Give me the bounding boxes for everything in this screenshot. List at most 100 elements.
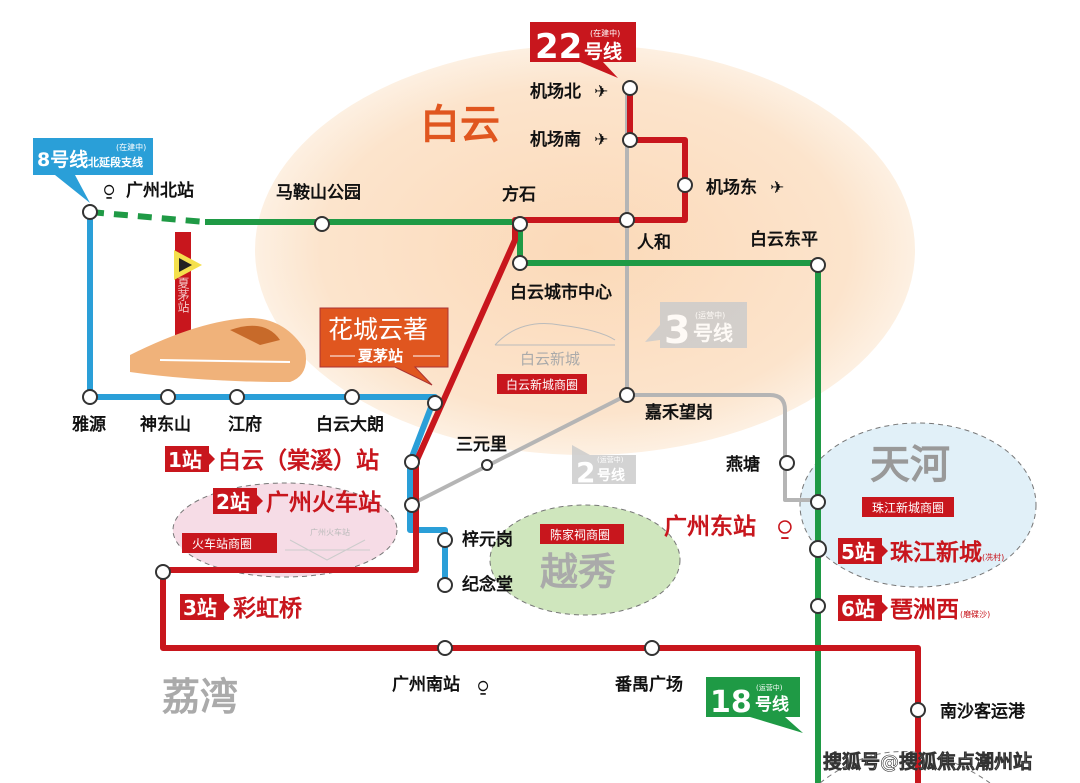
station-marker[interactable] — [677, 177, 693, 193]
district-baiyun: 白云 — [420, 102, 500, 148]
line-2-suffix: 号线 — [597, 467, 625, 484]
station-marker[interactable] — [810, 494, 826, 510]
station-label[interactable]: 人和 — [637, 233, 671, 253]
station-marker[interactable] — [481, 459, 493, 471]
line-3-callout[interactable]: 3 (运营中) 号线 — [645, 302, 747, 352]
line-8-label: 8号线 — [37, 148, 88, 171]
station-label[interactable]: 燕塘 — [726, 454, 760, 475]
line-18-status: (运营中) — [756, 683, 783, 692]
airplane-icon: ✈ — [770, 178, 784, 198]
xiamao-station-marker[interactable]: 夏茅站 — [174, 232, 202, 336]
station-marker[interactable] — [644, 640, 660, 656]
line-3-suffix: 号线 — [693, 321, 733, 345]
line-8-sub: 北延段支线 — [88, 155, 143, 169]
stop-name: 广州火车站 — [266, 489, 381, 516]
station-marker[interactable] — [344, 389, 360, 405]
station-label[interactable]: 广州北站 — [126, 180, 194, 201]
railway-building-label: 广州火车站 — [310, 527, 350, 537]
station-label[interactable]: 南沙客运港 — [940, 701, 1026, 722]
stadium-sketch — [494, 323, 616, 346]
line-8-callout[interactable]: 8号线 (在建中) 北延段支线 — [33, 138, 153, 203]
station-label[interactable]: 机场南 — [530, 129, 581, 150]
zone-baiyun-newtown: 白云新城商圈 — [506, 377, 578, 392]
airplane-icon: ✈ — [594, 82, 608, 102]
station-label[interactable]: 机场北 — [530, 81, 581, 102]
station-marker[interactable] — [512, 216, 528, 232]
station-marker[interactable] — [779, 455, 795, 471]
station-label[interactable]: 梓元岗 — [462, 529, 513, 550]
station-marker[interactable] — [404, 454, 420, 470]
district-liwan: 荔湾 — [162, 675, 238, 719]
stop-name: 琶洲西 — [890, 597, 959, 623]
station-label[interactable]: 江府 — [228, 414, 262, 435]
line-22-number: 22 — [535, 27, 582, 67]
station-label[interactable]: 广州南站 — [392, 674, 460, 695]
station-label[interactable]: 白云城市中心 — [510, 282, 612, 303]
stop-badge: 3站 — [183, 596, 217, 620]
station-label[interactable]: 三元里 — [456, 435, 507, 455]
station-marker[interactable] — [427, 395, 443, 411]
project-callout[interactable]: 花城云著 夏茅站 — [319, 307, 449, 386]
station-marker[interactable] — [810, 598, 826, 614]
line-3-number: 3 — [664, 308, 690, 352]
rail-icon: ⍜ — [778, 515, 792, 541]
station-label[interactable]: 方石 — [502, 184, 536, 205]
stop-2[interactable]: 2站 广州火车站 — [213, 488, 381, 516]
station-marker[interactable] — [437, 532, 453, 548]
station-label[interactable]: 番禺广场 — [614, 674, 683, 695]
zone-badge — [182, 533, 277, 553]
station-label[interactable]: 雅源 — [71, 414, 106, 435]
zone-badge — [497, 374, 587, 394]
station-marker[interactable] — [910, 702, 926, 718]
station-marker[interactable] — [437, 640, 453, 656]
zone-badge — [540, 524, 624, 544]
station-marker[interactable] — [619, 212, 635, 228]
line-8-extension — [89, 209, 206, 225]
station-label-guangzhou-east[interactable]: 广州东站 — [664, 513, 756, 540]
station-label[interactable]: 白云大朗 — [316, 414, 384, 435]
line-22-callout[interactable]: 22 (在建中) 号线 — [530, 22, 636, 78]
station-labels: ⍜ 广州北站 马鞍山公园 方石 人和 机场北 ✈ 机场南 ✈ 机场东 ✈ 白云东… — [71, 81, 1026, 722]
rail-icon: ⍜ — [104, 181, 115, 201]
station-marker[interactable] — [809, 540, 827, 558]
station-marker[interactable] — [82, 204, 98, 220]
station-label[interactable]: 神东山 — [140, 414, 191, 435]
line-2-number: 2 — [576, 456, 595, 489]
line-18-number: 18 — [710, 685, 752, 720]
zone-zhujiang: 珠江新城商圈 — [872, 500, 944, 515]
station-marker[interactable] — [155, 564, 171, 580]
line-18-suffix: 号线 — [755, 694, 789, 715]
railway-building-sketch — [285, 539, 370, 561]
station-label[interactable]: 机场东 — [706, 177, 757, 198]
xiamao-vertical-label: 夏茅站 — [176, 277, 190, 313]
line-2-callout[interactable]: 2 (运营中) 号线 — [572, 445, 636, 489]
line-18-callout[interactable]: 18 (运营中) 号线 — [706, 677, 803, 733]
stop-5[interactable]: 5站 珠江新城 (冼村) — [838, 538, 1004, 566]
line-2 — [409, 393, 818, 507]
station-marker[interactable] — [619, 387, 635, 403]
station-marker[interactable] — [314, 216, 330, 232]
station-label[interactable]: 白云东平 — [750, 229, 818, 250]
station-marker[interactable] — [512, 255, 528, 271]
stop-badge: 6站 — [841, 597, 875, 621]
station-marker[interactable] — [437, 577, 453, 593]
station-label[interactable]: 马鞍山公园 — [276, 182, 361, 203]
district-tianhe: 天河 — [870, 442, 950, 488]
station-label[interactable]: 嘉禾望岗 — [644, 402, 713, 423]
stop-3[interactable]: 3站 彩虹桥 — [180, 594, 303, 622]
station-marker[interactable] — [82, 389, 98, 405]
station-marker[interactable] — [810, 257, 826, 273]
station-marker[interactable] — [160, 389, 176, 405]
district-yuexiu: 越秀 — [540, 550, 616, 594]
station-marker[interactable] — [404, 497, 420, 513]
station-marker[interactable] — [622, 80, 638, 96]
stop-1[interactable]: 1站 白云（棠溪）站 — [165, 446, 379, 474]
train-illustration — [130, 318, 306, 382]
station-marker[interactable] — [229, 389, 245, 405]
zone-badge — [862, 497, 954, 517]
line-22-suffix: 号线 — [584, 40, 622, 63]
station-label[interactable]: 纪念堂 — [462, 574, 513, 595]
line-2-status: (运营中) — [597, 455, 624, 464]
stop-6[interactable]: 6站 琶洲西 (磨碟沙) — [838, 595, 990, 623]
station-marker[interactable] — [622, 132, 638, 148]
